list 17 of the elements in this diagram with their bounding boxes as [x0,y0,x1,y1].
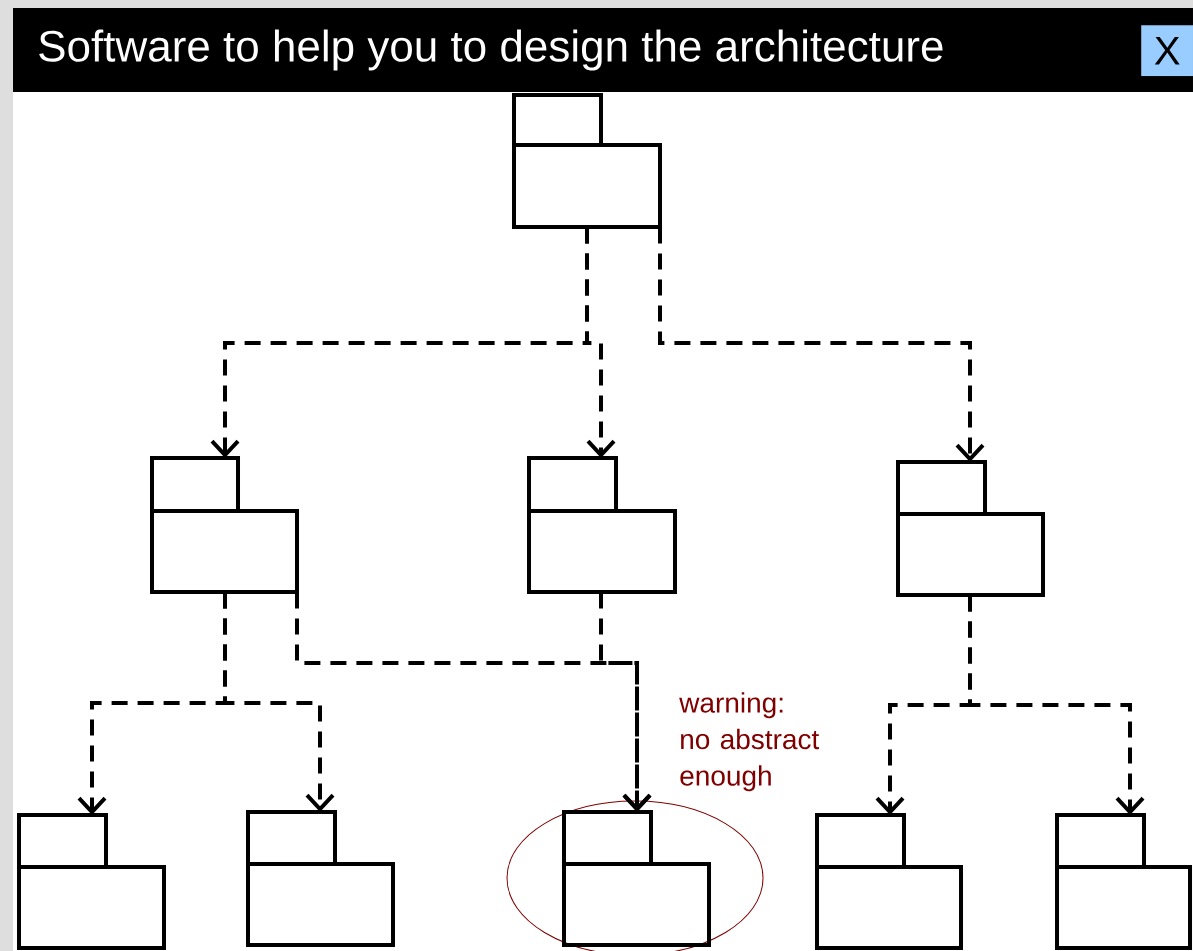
package-icon [246,810,395,947]
close-button: X [1141,25,1193,77]
package-icon [1055,813,1192,950]
package-icon [562,810,711,947]
title: Software to help you to design the architecture [39,29,943,71]
arrow [223,592,335,812]
package-icon [896,460,1045,597]
arrow [585,227,616,458]
arrow [658,227,985,462]
arrow [968,595,1145,815]
package-icon [815,813,963,950]
package-icon [150,456,299,594]
package-icon [512,93,662,229]
arrow [599,592,652,812]
package-icon [17,813,166,950]
package-icon [527,456,677,594]
warning-note: warning: no abstract enough [679,692,820,792]
